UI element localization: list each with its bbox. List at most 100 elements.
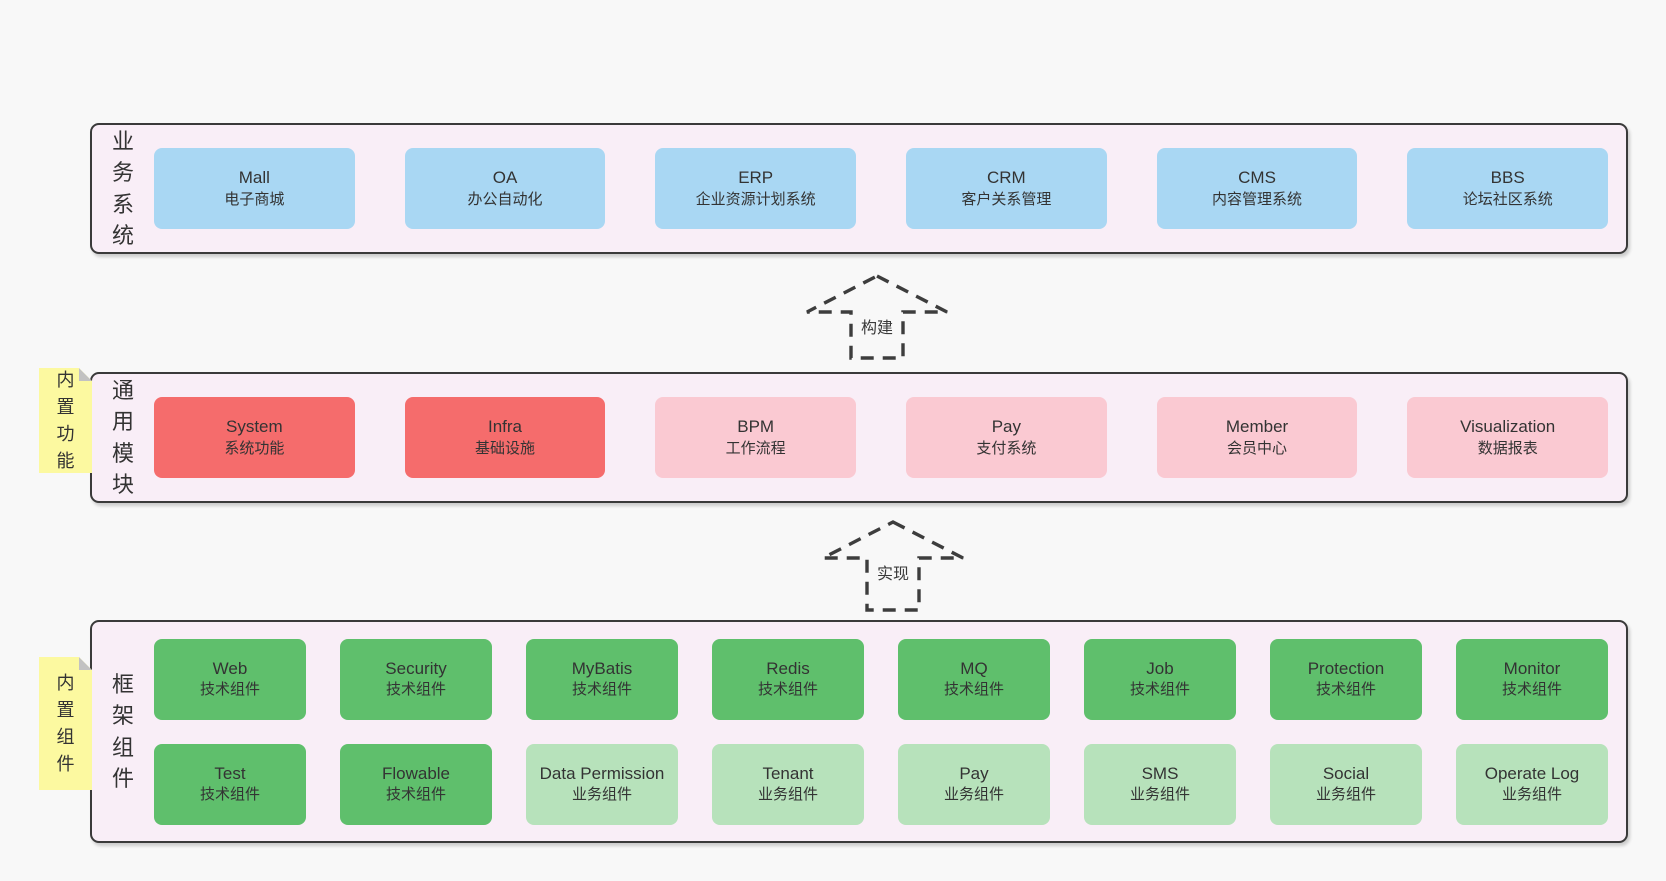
- box-title: Job: [1146, 658, 1174, 678]
- box-job: Job 技术组件: [1084, 638, 1236, 720]
- box-subtitle: 基础设施: [475, 439, 536, 457]
- arrow-up-icon: [822, 520, 964, 612]
- box-subtitle: 技术组件: [1315, 681, 1376, 699]
- box-title: Social: [1322, 763, 1370, 783]
- box-title: Pay: [991, 417, 1021, 437]
- box-title: MQ: [960, 658, 988, 678]
- box-member: Member 会员中心: [1156, 397, 1358, 478]
- box-pay: Pay 支付系统: [906, 397, 1107, 478]
- box-subtitle: 系统功能: [224, 439, 285, 457]
- box-title: Flowable: [381, 763, 451, 783]
- box-title: CMS: [1238, 168, 1276, 188]
- box-title: Infra: [487, 417, 523, 437]
- box-visualization: Visualization 数据报表: [1407, 397, 1609, 478]
- box-data-permission: Data Permission 业务组件: [526, 743, 678, 825]
- box-title: BBS: [1490, 168, 1525, 188]
- box-title: OA: [492, 168, 518, 188]
- arrow-implement: 实现: [821, 520, 965, 612]
- arrow-build: 构建: [805, 274, 949, 360]
- box-subtitle: 技术组件: [1129, 681, 1190, 699]
- box-social: Social 业务组件: [1270, 743, 1422, 825]
- box-title: MyBatis: [571, 658, 633, 678]
- box-subtitle: 办公自动化: [467, 190, 543, 208]
- box-title: ERP: [738, 168, 774, 188]
- box-title: Visualization: [1460, 417, 1556, 437]
- box-subtitle: 技术组件: [571, 681, 632, 699]
- box-title: Monitor: [1503, 658, 1561, 678]
- arrow-label: 实现: [873, 560, 913, 584]
- box-erp: ERP 企业资源计划系统: [655, 148, 857, 229]
- box-mybatis: MyBatis 技术组件: [526, 638, 678, 720]
- box-title: Member: [1225, 417, 1289, 437]
- box-sms: SMS 业务组件: [1084, 743, 1236, 825]
- panel-label: 通用模块: [111, 378, 134, 497]
- box-subtitle: 业务组件: [1129, 786, 1190, 804]
- box-subtitle: 客户关系管理: [961, 190, 1052, 208]
- box-subtitle: 技术组件: [385, 681, 446, 699]
- box-tenant: Tenant 业务组件: [712, 743, 864, 825]
- box-title: Operate Log: [1484, 763, 1580, 783]
- panel-common-modules: 通用模块 System 系统功能 Infra 基础设施 BPM 工作流程 Pay…: [90, 372, 1628, 503]
- box-title: Protection: [1307, 658, 1385, 678]
- box-title: Web: [212, 658, 248, 678]
- panel-label: 框架组件: [111, 672, 134, 791]
- box-subtitle: 论坛社区系统: [1462, 190, 1553, 208]
- box-subtitle: 会员中心: [1227, 439, 1288, 457]
- box-subtitle: 技术组件: [199, 681, 260, 699]
- panel-label-column: 业务系统: [92, 125, 154, 252]
- box-subtitle: 技术组件: [385, 786, 446, 804]
- box-web: Web 技术组件: [154, 638, 306, 720]
- framework-row-1: Web 技术组件 Security 技术组件 MyBatis 技术组件 Redi…: [154, 638, 1608, 720]
- note-label: 内置功能: [56, 369, 75, 471]
- box-protection: Protection 技术组件: [1270, 638, 1422, 720]
- panel-framework-components: 框架组件 Web 技术组件 Security 技术组件 MyBatis 技术组件…: [90, 620, 1628, 843]
- box-title: Pay: [959, 763, 989, 783]
- sticky-note-builtin-features: 内置功能: [39, 368, 92, 473]
- box-title: Redis: [766, 658, 810, 678]
- box-title: System: [225, 417, 283, 437]
- business-boxes-row: Mall 电子商城 OA 办公自动化 ERP 企业资源计划系统 CRM 客户关系…: [154, 125, 1626, 252]
- framework-rows: Web 技术组件 Security 技术组件 MyBatis 技术组件 Redi…: [154, 622, 1626, 841]
- box-crm: CRM 客户关系管理: [906, 148, 1107, 229]
- box-operate-log: Operate Log 业务组件: [1456, 743, 1608, 825]
- box-subtitle: 业务组件: [1501, 786, 1562, 804]
- box-infra: Infra 基础设施: [404, 397, 606, 478]
- box-subtitle: 企业资源计划系统: [695, 190, 816, 208]
- box-bpm: BPM 工作流程: [655, 397, 857, 478]
- box-subtitle: 技术组件: [1501, 681, 1562, 699]
- box-pay-component: Pay 业务组件: [898, 743, 1050, 825]
- box-mq: MQ 技术组件: [898, 638, 1050, 720]
- box-bbs: BBS 论坛社区系统: [1407, 148, 1609, 229]
- box-subtitle: 技术组件: [943, 681, 1004, 699]
- box-subtitle: 数据报表: [1477, 439, 1538, 457]
- panel-business-systems: 业务系统 Mall 电子商城 OA 办公自动化 ERP 企业资源计划系统 CRM…: [90, 123, 1628, 254]
- box-subtitle: 技术组件: [757, 681, 818, 699]
- panel-label-column: 框架组件: [92, 622, 154, 841]
- box-subtitle: 业务组件: [571, 786, 632, 804]
- box-subtitle: 支付系统: [976, 439, 1037, 457]
- box-subtitle: 业务组件: [1315, 786, 1376, 804]
- box-mall: Mall 电子商城: [154, 148, 355, 229]
- box-system: System 系统功能: [154, 397, 355, 478]
- box-subtitle: 电子商城: [224, 190, 285, 208]
- box-title: Security: [385, 658, 447, 678]
- panel-label: 业务系统: [111, 129, 134, 248]
- box-subtitle: 内容管理系统: [1212, 190, 1303, 208]
- box-cms: CMS 内容管理系统: [1156, 148, 1358, 229]
- box-subtitle: 业务组件: [757, 786, 818, 804]
- module-boxes-row: System 系统功能 Infra 基础设施 BPM 工作流程 Pay 支付系统…: [154, 374, 1626, 501]
- box-redis: Redis 技术组件: [712, 638, 864, 720]
- box-flowable: Flowable 技术组件: [340, 743, 492, 825]
- box-title: BPM: [737, 417, 775, 437]
- panel-label-column: 通用模块: [92, 374, 154, 501]
- box-title: Test: [214, 763, 246, 783]
- box-title: Data Permission: [539, 763, 665, 783]
- note-label: 内置组件: [56, 672, 75, 774]
- framework-row-2: Test 技术组件 Flowable 技术组件 Data Permission …: [154, 743, 1608, 825]
- box-monitor: Monitor 技术组件: [1456, 638, 1608, 720]
- box-subtitle: 工作流程: [725, 439, 786, 457]
- box-title: Mall: [238, 168, 270, 188]
- box-security: Security 技术组件: [340, 638, 492, 720]
- box-title: SMS: [1141, 763, 1179, 783]
